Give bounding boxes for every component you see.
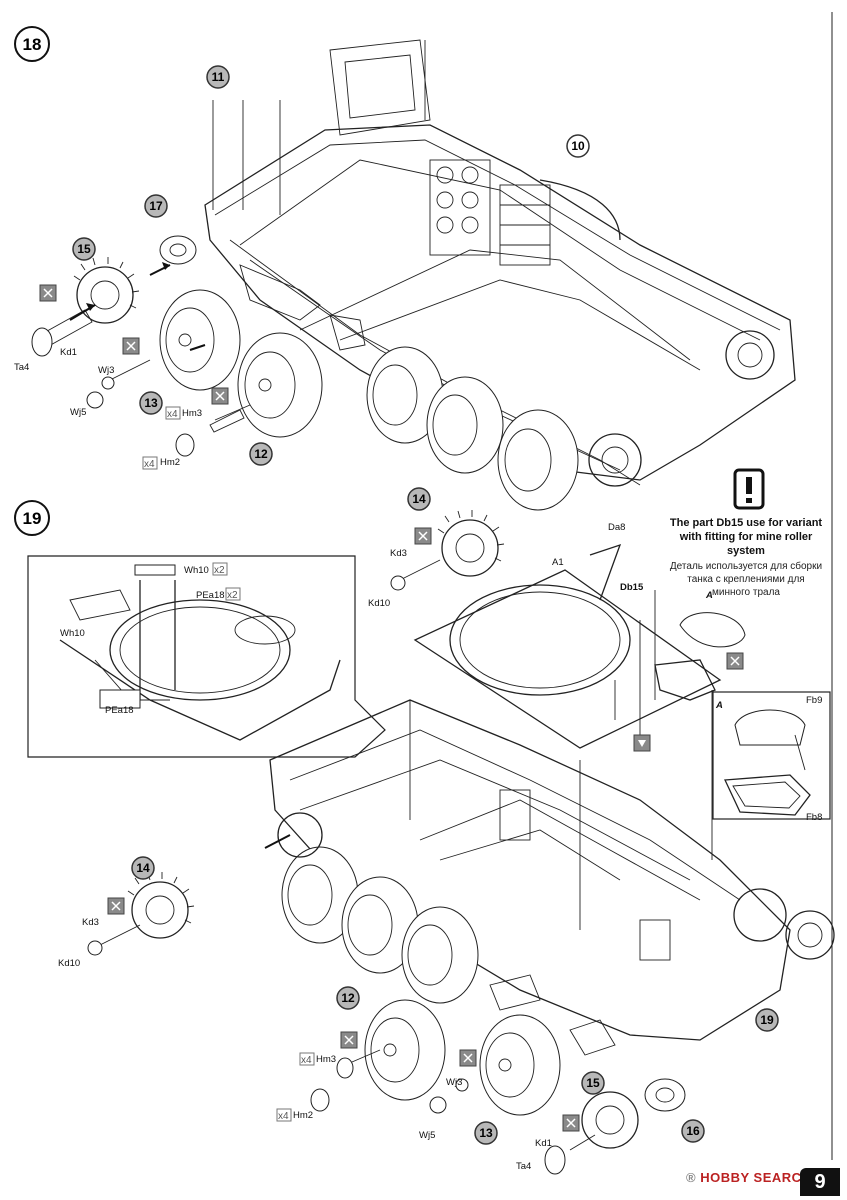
callout-12-bottom-label: 12 [341,991,355,1005]
hobby-search-watermark: ® HOBBY SEARCH [686,1170,811,1185]
part-callouts: 11 10 17 15 13 12 14 14 12 13 15 16 19 [72,65,779,1145]
note-ru-line1: Деталь используется для сборки [669,561,823,572]
label-kd3-left: Kd3 [82,917,99,928]
callout-13-bottom-label: 13 [479,1126,493,1140]
callout-11 [206,65,230,89]
callout-15-top-label: 15 [77,242,91,256]
loose-wheels-step18 [31,235,366,457]
label-detail-a: A [705,590,713,601]
qty-wh10: x2 [214,565,225,576]
note-en-line1: The part Db15 use for variant [669,517,823,529]
label-hm2-bottom: Hm2 [293,1110,313,1121]
no-glue-icon [122,337,140,355]
label-inset-a: A [715,700,723,711]
note-ru-line3: минного трала [712,587,780,598]
detail-a-inset [712,691,831,820]
db15-note: The part Db15 use for variant with fitti… [662,516,830,599]
callout-19-label: 19 [760,1013,774,1027]
road-wheels-step19 [277,812,787,1004]
callout-14-left-label: 14 [136,861,150,875]
step-18-number: 18 [23,35,42,54]
label-kd10-top: Kd10 [368,598,390,609]
callout-17-label: 17 [149,199,163,213]
no-glue-icon [414,527,432,545]
no-glue-icon [726,652,744,670]
qty-hm3-top: x4 [167,409,178,420]
callout-10-label: 10 [571,139,585,153]
no-glue-icon [562,1114,580,1132]
glue-icon [633,734,651,752]
callout-14-left [131,856,155,880]
no-glue-icon [107,897,125,915]
loose-parts-step19 [87,510,686,1175]
qty-hm2-top: x4 [144,459,155,470]
label-fb9: Fb9 [806,695,822,706]
road-wheels-step18 [366,346,642,511]
label-ta4-top: Ta4 [14,362,29,373]
label-pea18-top: PEa18 [196,590,225,601]
label-pea18-bottom: PEa18 [105,705,134,716]
callout-14-top-label: 14 [412,492,426,506]
callout-13-top-label: 13 [144,396,158,410]
assembly-arrows-step18 [69,40,426,351]
label-db15: Db15 [620,582,644,593]
label-wh10-left: Wh10 [60,628,85,639]
label-kd10-left: Kd10 [58,958,80,969]
step18-hull-assembly [31,39,796,511]
label-a1: A1 [552,557,564,568]
label-wh10-top: Wh10 [184,565,209,576]
step19-hull-assembly [87,510,835,1175]
glue-icons [39,284,744,1132]
label-fb8: Fb8 [806,812,822,823]
callout-15-bottom [581,1071,605,1095]
callout-12-top-label: 12 [254,447,268,461]
label-hm3-top: Hm3 [182,408,202,419]
note-ru-line2: танка с креплениями для [687,574,805,585]
qty-hm3-bottom: x4 [301,1055,312,1066]
warning-icon [733,468,765,510]
callout-14-top [407,487,431,511]
label-wj5-top: Wj5 [70,407,86,418]
page-number: 9 [800,1168,840,1196]
label-wj3-bottom: Wj3 [446,1077,462,1088]
label-hm2-top: Hm2 [160,457,180,468]
label-wj3-top: Wj3 [98,365,114,376]
step-19-number: 19 [23,509,42,528]
callout-12-bottom [336,986,360,1010]
step-18-circle [14,26,50,62]
label-kd1-top: Kd1 [60,347,77,358]
label-kd3-top: Kd3 [390,548,407,559]
callout-10 [566,134,590,158]
label-hm3-bottom: Hm3 [316,1054,336,1065]
callout-12-top [249,442,273,466]
callout-16-label: 16 [686,1124,700,1138]
callout-11-label: 11 [212,70,225,84]
step-19-circle [14,500,50,536]
step19-hatch-inset [27,555,386,758]
no-glue-icon [211,387,229,405]
callout-16 [681,1119,705,1143]
quantity-markers: x4 x4 x2 x2 x4 x4 [142,406,315,1122]
no-glue-icon [340,1031,358,1049]
note-en-line2: with fitting for mine roller system [679,531,813,557]
label-kd1-bottom: Kd1 [535,1138,552,1149]
part-labels: Ta4 Kd1 Wj3 Wj5 Hm3 Hm2 Kd3 Kd10 Da8 A1 … [14,347,822,1172]
callout-15-bottom-label: 15 [586,1076,600,1090]
callout-13-bottom [474,1121,498,1145]
callout-17 [144,194,168,218]
qty-pea18: x2 [227,590,238,601]
watermark-brand: HOBBY SEARCH [700,1170,812,1185]
label-ta4-bottom: Ta4 [516,1161,531,1172]
callout-15-top [72,237,96,261]
callout-13-top [139,391,163,415]
no-glue-icon [459,1049,477,1067]
watermark-registered: ® [686,1170,697,1185]
no-glue-icon [39,284,57,302]
callout-19 [755,1008,779,1032]
label-da8: Da8 [608,522,625,533]
label-wj5-bottom: Wj5 [419,1130,435,1141]
qty-hm2-bottom: x4 [278,1111,289,1122]
